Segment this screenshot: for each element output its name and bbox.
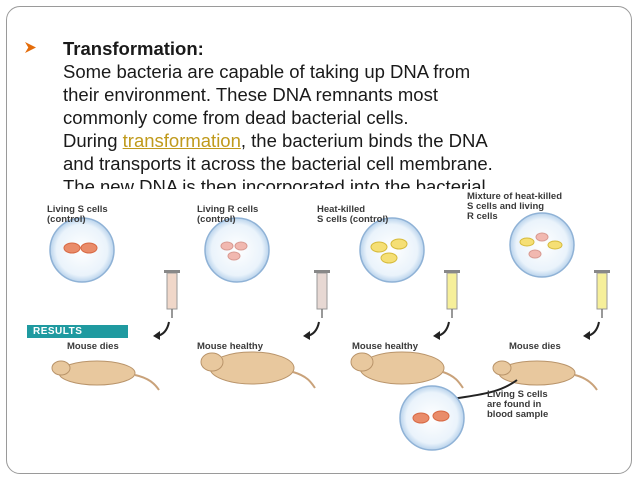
- syringe-1: [153, 270, 180, 340]
- bullet-icon: [25, 42, 36, 53]
- result-label-4: Mouse dies: [509, 341, 561, 352]
- body-line-2: their environment. These DNA remnants mo…: [63, 84, 438, 105]
- body-line-4: During transformation, the bacterium bin…: [63, 129, 623, 152]
- syringe-4: [583, 270, 610, 340]
- syringe-3: [433, 270, 460, 340]
- petri-dish-3: [359, 217, 425, 283]
- syringe-2: [303, 270, 330, 340]
- during-suffix: , the bacterium binds the DNA: [240, 130, 488, 151]
- blood-sample-dish: [399, 385, 465, 451]
- body-line-5: and transports it across the bacterial c…: [63, 153, 493, 174]
- petri-dish-2: [204, 217, 270, 283]
- mouse-4: [492, 360, 598, 391]
- panel-label-1: Living S cells (control): [47, 204, 108, 225]
- figure-graphics: [49, 212, 610, 451]
- transformation-link[interactable]: transformation: [122, 130, 241, 151]
- mouse-3: [350, 351, 464, 389]
- results-banner: RESULTS: [27, 325, 128, 338]
- body-line-3: commonly come from dead bacterial cells.: [63, 107, 409, 128]
- during-prefix: During: [63, 130, 123, 151]
- body-line-6-partial: The new DNA is then incorporated into th…: [63, 176, 486, 189]
- griffith-experiment-figure: Living S cells (control) Living R cells …: [27, 190, 617, 472]
- blood-sample-label: Living S cells are found in blood sample: [487, 389, 549, 420]
- panel-label-4: Mixture of heat-killed S cells and livin…: [467, 191, 563, 222]
- panel-label-3: Heat-killed S cells (control): [317, 204, 389, 225]
- body-line-1: Some bacteria are capable of taking up D…: [63, 61, 471, 82]
- slide: Transformation: Some bacteria are capabl…: [6, 6, 632, 474]
- panel-label-2: Living R cells (control): [197, 204, 259, 225]
- slide-heading: Transformation:: [63, 38, 204, 59]
- result-label-3: Mouse healthy: [352, 341, 418, 352]
- petri-dish-4: [509, 212, 575, 278]
- mouse-2: [200, 351, 316, 389]
- result-label-1: Mouse dies: [67, 341, 119, 352]
- bullet-text: Transformation: Some bacteria are capabl…: [63, 37, 623, 189]
- mouse-1: [51, 360, 160, 391]
- result-label-2: Mouse healthy: [197, 341, 263, 352]
- petri-dish-1: [49, 217, 115, 283]
